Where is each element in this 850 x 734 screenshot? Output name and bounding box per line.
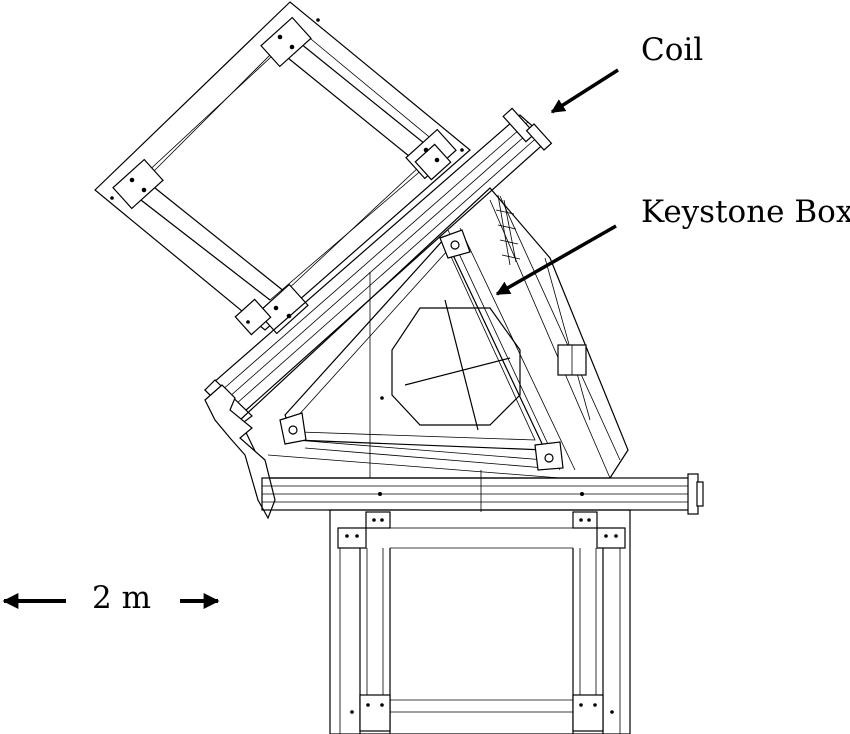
bracket-plate [257,283,309,335]
keystone-callout-arrow [495,224,617,296]
diagonal-coil [204,107,553,426]
keystone-box [204,187,629,520]
coil-callout-arrow [550,68,619,114]
coil-label: Coil [641,32,704,68]
keystone-box-label: Keystone Box [641,194,850,230]
bracket-plate [112,158,164,210]
bracket-plate [260,16,312,68]
upper-support-frame [94,1,471,336]
horizontal-coil [261,470,704,515]
lower-support-frame [329,509,631,734]
scale-bar-label: 2 m [92,580,151,616]
